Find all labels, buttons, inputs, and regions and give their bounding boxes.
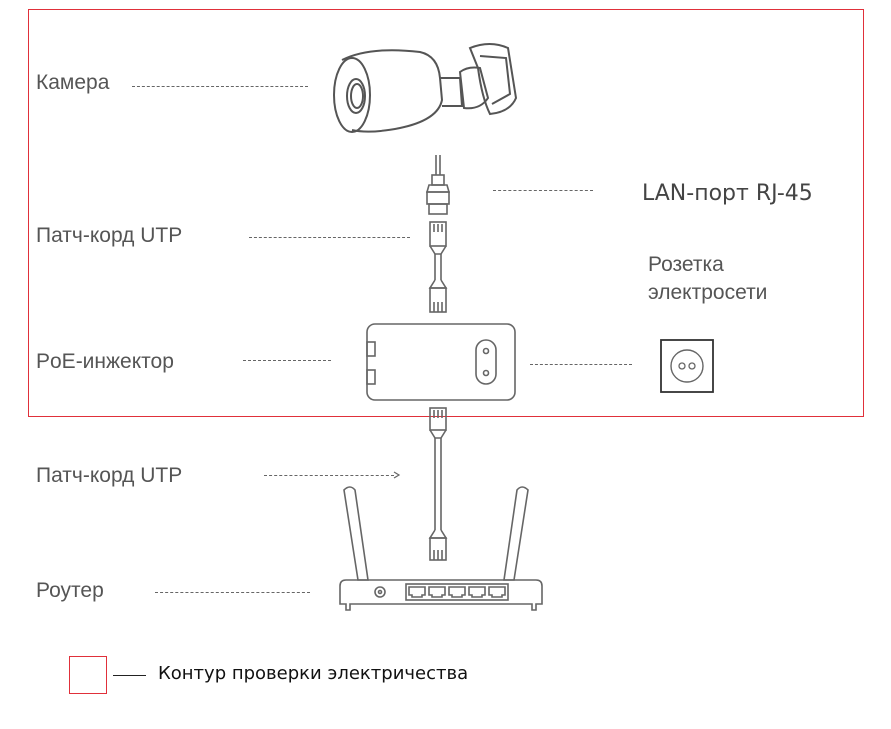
router-label: Роутер — [36, 579, 104, 602]
router-antenna-right — [503, 486, 529, 581]
patch-cord-top-connector-upper — [429, 221, 447, 255]
camera-label: Камера — [36, 71, 110, 94]
bottom-cable-connectors — [428, 407, 448, 561]
legend-swatch — [69, 656, 107, 694]
patch-cord-top-leader-line — [249, 237, 410, 238]
power-outlet-icon — [660, 339, 714, 393]
top-cable-connectors — [425, 155, 451, 313]
patch-cord-bottom-label: Патч-корд UTP — [36, 464, 183, 487]
patch-cord-top-label: Патч-корд UTP — [36, 224, 183, 247]
router-icon — [339, 486, 543, 611]
lan-port-leader-line — [493, 190, 593, 191]
patch-cord-bottom-leader-line — [264, 475, 394, 476]
outlet-leader-line — [530, 364, 632, 365]
patch-cord-top-connector-lower — [428, 279, 448, 313]
router-leader-line — [155, 592, 310, 593]
camera-leader-line — [132, 86, 308, 87]
outlet-label-line1: Розетка — [648, 253, 724, 276]
arrow-head-icon — [393, 471, 401, 479]
legend-text: Контур проверки электричества — [158, 663, 469, 684]
router-antenna-left — [343, 486, 369, 581]
camera-icon — [333, 43, 518, 133]
poe-injector-icon — [366, 323, 516, 401]
outlet-label-line2: электросети — [648, 281, 768, 305]
poe-injector-label: PoE-инжектор — [36, 350, 174, 373]
outlet-label: Розетка электросети — [648, 251, 767, 308]
lan-port-label: LAN-порт RJ-45 — [642, 181, 813, 206]
router-lan-ports — [408, 586, 506, 598]
legend-connector-line — [113, 675, 146, 676]
poe-injector-leader-line — [243, 360, 331, 361]
